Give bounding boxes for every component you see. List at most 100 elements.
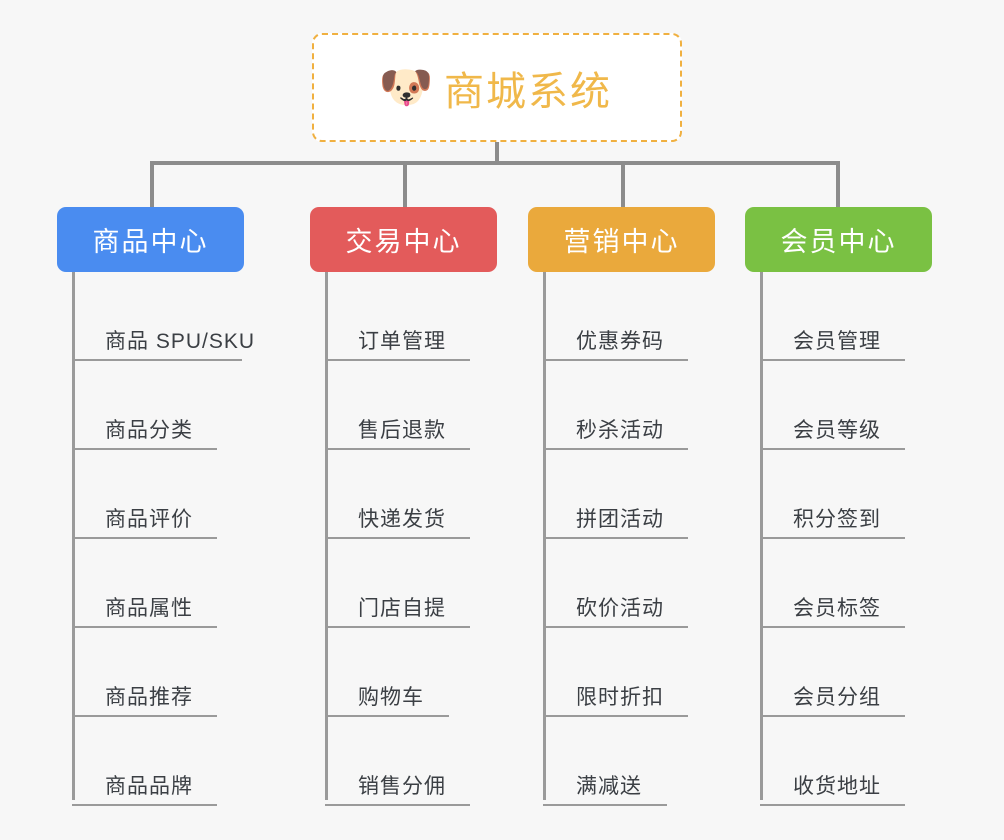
leaf-underline — [760, 537, 905, 539]
leaf-label: 会员分组 — [793, 686, 881, 709]
leaf-underline — [325, 359, 470, 361]
leaf-item[interactable]: 商品分类 — [72, 361, 247, 450]
leaf-label: 会员标签 — [793, 597, 881, 620]
leaf-label: 商品品牌 — [105, 775, 193, 798]
leaf-item[interactable]: 商品推荐 — [72, 628, 247, 717]
column-member-center: 会员中心会员管理会员等级积分签到会员标签会员分组收货地址 — [745, 207, 935, 806]
column-marketing-center: 营销中心优惠券码秒杀活动拼团活动砍价活动限时折扣满减送 — [528, 207, 718, 806]
leaf-label: 满减送 — [576, 775, 642, 798]
leaf-underline — [543, 804, 667, 806]
leaf-underline — [760, 804, 905, 806]
connector-drop-marketing-center — [621, 161, 625, 207]
leaf-underline — [72, 715, 217, 717]
category-label: 营销中心 — [563, 227, 680, 257]
leaf-label: 销售分佣 — [358, 775, 446, 798]
leaf-label: 购物车 — [358, 686, 424, 709]
leaf-underline — [760, 448, 905, 450]
leaf-label: 售后退款 — [358, 419, 446, 442]
leaf-item[interactable]: 订单管理 — [325, 272, 500, 361]
leaf-underline — [72, 804, 217, 806]
leaf-underline — [72, 626, 217, 628]
category-box-marketing-center[interactable]: 营销中心 — [528, 207, 715, 272]
leaf-item[interactable]: 商品品牌 — [72, 717, 247, 806]
leaf-label: 积分签到 — [793, 508, 881, 531]
leaf-item[interactable]: 秒杀活动 — [543, 361, 718, 450]
leaf-item[interactable]: 购物车 — [325, 628, 500, 717]
column-spine — [72, 272, 75, 800]
connector-drop-product-center — [150, 161, 154, 207]
leaf-item[interactable]: 会员分组 — [760, 628, 935, 717]
root-node[interactable]: 🐶 商城系统 — [312, 33, 682, 142]
connector-horizontal-bus — [150, 161, 840, 165]
leaf-label: 订单管理 — [358, 330, 446, 353]
leaf-underline — [72, 448, 217, 450]
leaf-item[interactable]: 商品属性 — [72, 539, 247, 628]
leaf-list: 订单管理售后退款快递发货门店自提购物车销售分佣 — [325, 272, 500, 806]
leaf-list: 商品 SPU/SKU 商品分类商品评价商品属性商品推荐商品品牌 — [72, 272, 254, 806]
category-box-member-center[interactable]: 会员中心 — [745, 207, 932, 272]
connector-root-stem — [495, 142, 499, 163]
leaf-item[interactable]: 会员管理 — [760, 272, 935, 361]
category-label: 商品中心 — [92, 227, 209, 257]
leaf-label: 砍价活动 — [576, 597, 664, 620]
leaf-underline — [325, 626, 470, 628]
leaf-underline — [543, 448, 688, 450]
leaf-underline — [72, 359, 242, 361]
leaf-item[interactable]: 商品评价 — [72, 450, 247, 539]
leaf-underline — [760, 715, 905, 717]
leaf-list: 会员管理会员等级积分签到会员标签会员分组收货地址 — [760, 272, 935, 806]
leaf-item[interactable]: 优惠券码 — [543, 272, 718, 361]
leaf-list: 优惠券码秒杀活动拼团活动砍价活动限时折扣满减送 — [543, 272, 718, 806]
category-box-trade-center[interactable]: 交易中心 — [310, 207, 497, 272]
leaf-label: 门店自提 — [358, 597, 446, 620]
leaf-label: 商品 SPU/SKU — [105, 330, 256, 353]
leaf-item[interactable]: 拼团活动 — [543, 450, 718, 539]
root-title: 商城系统 — [444, 69, 612, 114]
category-box-product-center[interactable]: 商品中心 — [57, 207, 244, 272]
column-product-center: 商品中心商品 SPU/SKU 商品分类商品评价商品属性商品推荐商品品牌 — [57, 207, 254, 806]
leaf-item[interactable]: 门店自提 — [325, 539, 500, 628]
column-trade-center: 交易中心订单管理售后退款快递发货门店自提购物车销售分佣 — [310, 207, 500, 806]
leaf-underline — [325, 448, 470, 450]
connector-drop-member-center — [836, 161, 840, 207]
category-label: 交易中心 — [345, 227, 462, 257]
leaf-item[interactable]: 销售分佣 — [325, 717, 500, 806]
leaf-underline — [760, 626, 905, 628]
leaf-item[interactable]: 会员标签 — [760, 539, 935, 628]
connector-drop-trade-center — [403, 161, 407, 207]
leaf-underline — [325, 715, 449, 717]
leaf-item[interactable]: 积分签到 — [760, 450, 935, 539]
leaf-label: 收货地址 — [793, 775, 881, 798]
leaf-underline — [325, 537, 470, 539]
leaf-underline — [543, 715, 688, 717]
leaf-underline — [325, 804, 470, 806]
leaf-label: 优惠券码 — [576, 330, 664, 353]
column-spine — [325, 272, 328, 800]
leaf-label: 商品属性 — [105, 597, 193, 620]
leaf-label: 拼团活动 — [576, 508, 664, 531]
column-spine — [543, 272, 546, 800]
leaf-label: 商品分类 — [105, 419, 193, 442]
leaf-item[interactable]: 满减送 — [543, 717, 718, 806]
leaf-item[interactable]: 砍价活动 — [543, 539, 718, 628]
leaf-underline — [760, 359, 905, 361]
leaf-item[interactable]: 快递发货 — [325, 450, 500, 539]
leaf-item[interactable]: 商品 SPU/SKU — [72, 272, 254, 361]
leaf-underline — [72, 537, 217, 539]
leaf-item[interactable]: 会员等级 — [760, 361, 935, 450]
leaf-label: 商品评价 — [105, 508, 193, 531]
column-spine — [760, 272, 763, 800]
leaf-underline — [543, 359, 688, 361]
leaf-label: 商品推荐 — [105, 686, 193, 709]
leaf-item[interactable]: 收货地址 — [760, 717, 935, 806]
category-label: 会员中心 — [780, 227, 897, 257]
leaf-label: 秒杀活动 — [576, 419, 664, 442]
shiba-dog-face-icon: 🐶 — [378, 62, 434, 112]
leaf-underline — [543, 626, 688, 628]
leaf-item[interactable]: 售后退款 — [325, 361, 500, 450]
leaf-underline — [543, 537, 688, 539]
leaf-label: 会员等级 — [793, 419, 881, 442]
leaf-item[interactable]: 限时折扣 — [543, 628, 718, 717]
leaf-label: 限时折扣 — [576, 686, 664, 709]
